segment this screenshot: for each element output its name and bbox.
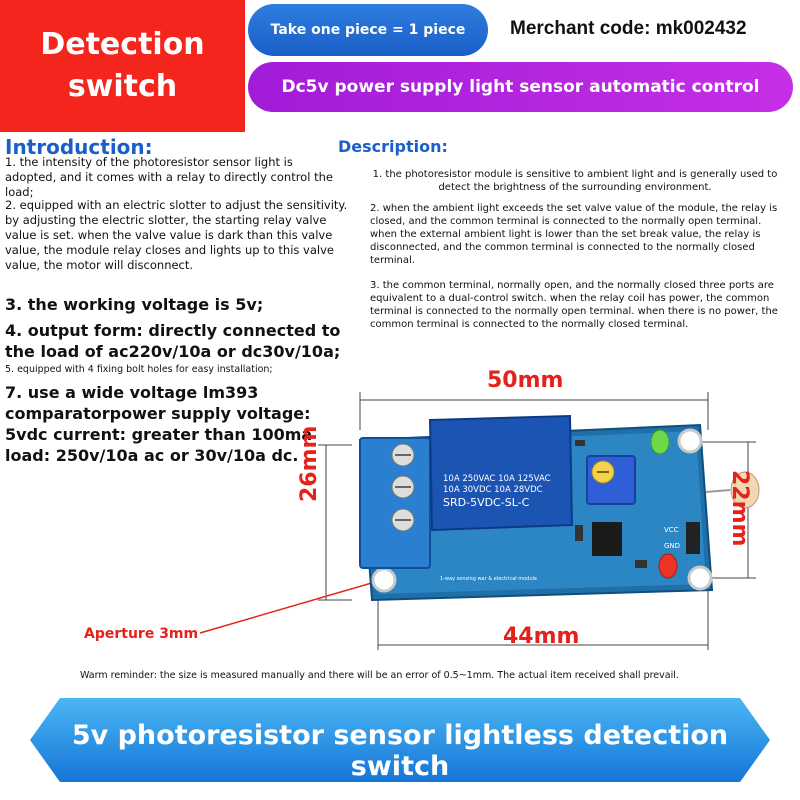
screw-terminal <box>359 437 431 569</box>
description-item-3: 3. the common terminal, normally open, a… <box>370 280 778 330</box>
potentiometer <box>586 455 636 505</box>
dimension-height-right: 22mm <box>727 470 752 546</box>
title-line-2: switch <box>67 69 178 104</box>
intro-item-3: 3. the working voltage is 5v; <box>5 295 264 314</box>
aperture-label: Aperture 3mm <box>84 626 199 642</box>
title-line-1: Detection <box>40 27 205 62</box>
description-item-1: 1. the photoresistor module is sensitive… <box>372 169 778 193</box>
bottom-banner-text: 5v photoresistor sensor lightless detect… <box>71 720 729 782</box>
description-heading: Description: <box>338 137 448 156</box>
description-item-2: 2. when the ambient light exceeds the se… <box>370 203 778 266</box>
bottom-banner-shape <box>30 698 770 782</box>
intro-item-4: 4. output form: directly connected to th… <box>5 321 341 361</box>
warm-reminder: Warm reminder: the size is measured manu… <box>80 670 679 681</box>
dimension-width-bottom: 44mm <box>503 624 580 649</box>
intro-item-7: 7. use a wide voltage lm393 comparatorpo… <box>5 383 313 465</box>
dimension-height-left-label: 26mm <box>297 425 322 502</box>
subtitle-pill: Dc5v power supply light sensor automatic… <box>248 62 793 112</box>
title-box: Detection switch <box>0 0 245 132</box>
dimension-height-right-label: 22mm <box>727 470 752 547</box>
quantity-pill: Take one piece = 1 piece <box>248 4 488 56</box>
dimension-height-left: 26mm <box>297 426 322 502</box>
merchant-code: Merchant code: mk002432 <box>510 18 747 39</box>
board-silk-label: 1-way sensing war & electrical module <box>440 576 537 582</box>
relay-component: 10A 250VAC 10A 125VAC 10A 30VDC 10A 28VD… <box>428 414 574 532</box>
dimension-width-top: 50mm <box>487 368 564 393</box>
red-led <box>658 553 678 579</box>
gnd-label: GND <box>664 542 680 550</box>
pin-header <box>686 522 700 554</box>
lm393-chip <box>592 522 622 556</box>
intro-item-5: 5. equipped with 4 fixing bolt holes for… <box>5 364 273 375</box>
relay-model: SRD-5VDC-SL-C <box>443 496 530 509</box>
intro-item-2: 2. equipped with an electric slotter to … <box>5 198 348 272</box>
intro-item-1: 1. the intensity of the photoresistor se… <box>5 155 333 199</box>
introduction-heading: Introduction: <box>5 135 153 159</box>
vcc-label: VCC <box>664 526 679 534</box>
photoresistor <box>705 471 760 509</box>
relay-rating-1: 10A 250VAC 10A 125VAC <box>443 474 551 484</box>
relay-rating-2: 10A 30VDC 10A 28VDC <box>443 485 543 495</box>
green-led <box>650 429 670 455</box>
